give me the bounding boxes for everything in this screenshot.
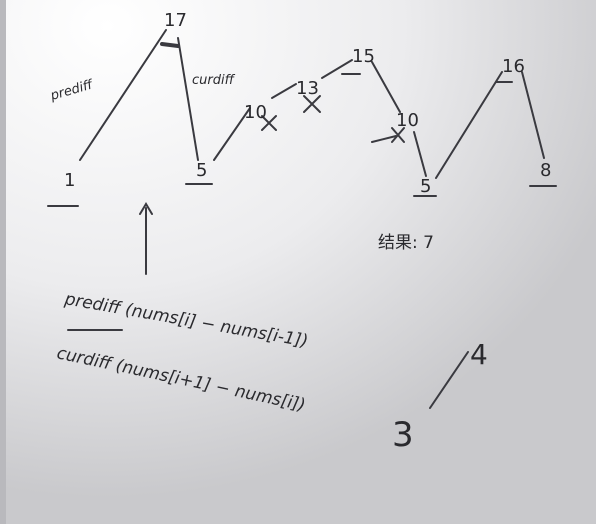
tick-17 (160, 42, 180, 48)
arrow-up-icon (139, 202, 153, 275)
segment-5-16 (435, 71, 503, 179)
note-number-3: 3 (392, 415, 414, 455)
segment-10-5 (413, 131, 427, 177)
segment-10-13 (271, 83, 297, 99)
segment-15-10 (371, 61, 401, 113)
label-17: 17 (164, 10, 187, 31)
segment-16-8 (521, 71, 545, 159)
cross-10a-icon (261, 115, 277, 131)
label-16: 16 (502, 56, 525, 77)
note-number-4: 4 (470, 338, 488, 371)
cross-10b-icon (371, 127, 405, 143)
label-10a: 10 (244, 102, 267, 123)
label-start: 1 (64, 170, 75, 191)
segment-5-10 (213, 107, 251, 161)
slash-3-4 (429, 351, 469, 409)
label-5a: 5 (196, 160, 207, 181)
segment-1-17 (79, 29, 167, 161)
label-15: 15 (352, 46, 375, 67)
label-13: 13 (296, 78, 319, 99)
segment-17-5 (177, 37, 199, 161)
note-curdiff-short: curdiff (192, 73, 236, 88)
wiggle-graph (47, 29, 557, 409)
segment-13-15 (321, 59, 353, 79)
label-8: 8 (540, 160, 551, 181)
cross-13-icon (303, 95, 321, 113)
label-10b: 10 (396, 110, 419, 131)
board-edge-left (0, 0, 6, 524)
label-5b: 5 (420, 176, 431, 197)
note-result: 结果: 7 (378, 233, 434, 253)
